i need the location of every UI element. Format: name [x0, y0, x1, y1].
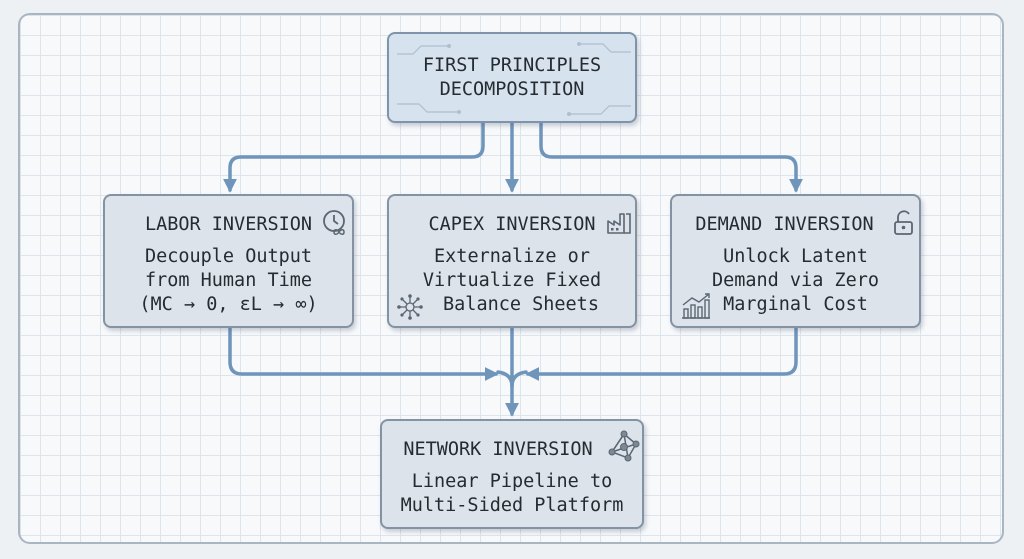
- edge-root-to-labor: [223, 120, 485, 193]
- edge-merge-curve-left: [496, 370, 514, 388]
- edge-root-to-demand: [539, 120, 803, 193]
- root-line-1: FIRST PRINCIPLES: [422, 55, 602, 76]
- network-line-1: Linear Pipeline to: [411, 471, 613, 492]
- node-labor-inversion: LABOR INVERSION Decouple Output from Hum…: [103, 194, 354, 328]
- bar-chart-trend-icon: [682, 293, 710, 319]
- edge-demand-to-merge: [525, 326, 798, 381]
- labor-line-2: from Human Time: [144, 270, 313, 291]
- capex-title: CAPEX INVERSION: [428, 214, 596, 235]
- demand-line-1: Unlock Latent: [723, 246, 868, 267]
- network-nodes-icon: [608, 430, 640, 462]
- unlocked-padlock-icon: [894, 210, 913, 235]
- node-first-principles-decomposition: FIRST PRINCIPLES DECOMPOSITION: [387, 32, 637, 123]
- capex-line-3: Balance Sheets: [443, 294, 599, 315]
- labor-line-1: Decouple Output: [144, 246, 313, 267]
- network-hub-icon: [397, 294, 423, 320]
- network-line-2: Multi-Sided Platform: [400, 495, 624, 516]
- demand-line-3: Marginal Cost: [723, 294, 868, 315]
- node-network-inversion: NETWORK INVERSION Linear Pipeline to Mul…: [380, 419, 644, 529]
- node-demand-inversion: DEMAND INVERSION Unlock Latent Demand vi…: [670, 194, 921, 328]
- circuit-trace-decoration: [397, 42, 631, 116]
- edge-labor-to-merge: [228, 326, 499, 381]
- edge-merge-curve-right: [510, 370, 528, 388]
- root-line-2: DECOMPOSITION: [439, 79, 585, 100]
- node-capex-inversion: CAPEX INVERSION Externalize or Virtualiz…: [387, 194, 637, 328]
- capex-line-2: Virtualize Fixed: [422, 270, 602, 291]
- labor-title: LABOR INVERSION: [144, 214, 313, 235]
- demand-line-2: Demand via Zero: [711, 270, 880, 291]
- factory-icon: [607, 213, 631, 234]
- capex-line-1: Externalize or: [434, 246, 590, 267]
- demand-title: DEMAND INVERSION: [695, 214, 874, 235]
- labor-line-3: (MC → 0, εL → ∞): [139, 294, 318, 315]
- network-title: NETWORK INVERSION: [403, 439, 593, 460]
- clock-infinity-icon: [323, 210, 345, 235]
